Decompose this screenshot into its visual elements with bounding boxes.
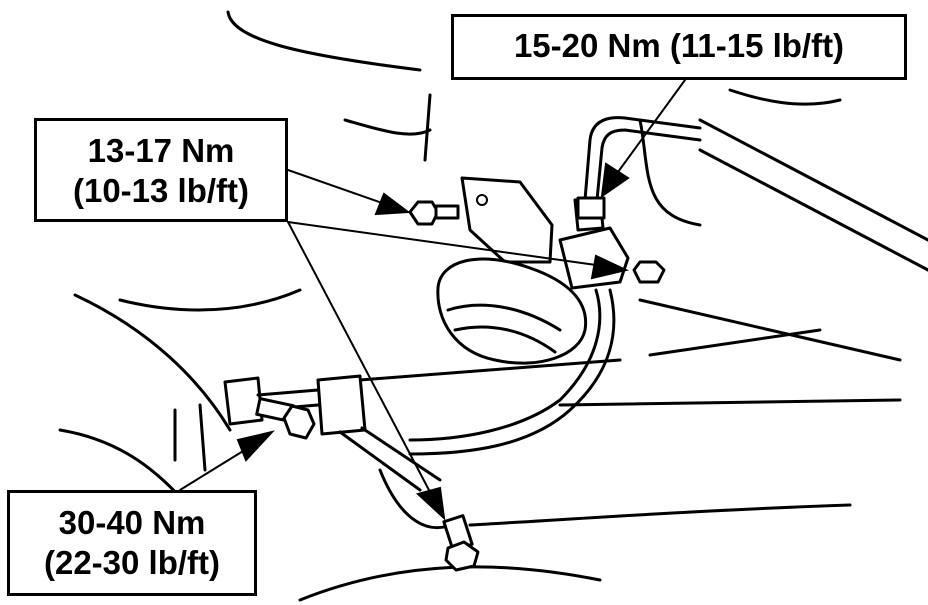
leader-lower-left-to-bolt [179, 447, 249, 491]
lower-clamp-bracket [223, 374, 442, 492]
torque-callout-lower-left-line1: 30-40 Nm [58, 504, 206, 541]
leader-upper-left-to-bolt [287, 169, 389, 206]
arrowhead-lower-left-bolt [236, 430, 275, 462]
torque-callout-upper-left-line2: (10-13 lb/ft) [72, 172, 250, 209]
torque-callout-top-right-text: 15-20 Nm (11-15 lb/ft) [513, 27, 845, 64]
background-body-lines [58, 10, 928, 602]
leader-top-right-to-fitting [617, 79, 686, 173]
torque-callout-upper-left: 13-17 Nm (10-13 lb/ft) [34, 118, 288, 222]
bolt-upper-left [408, 200, 460, 226]
arrowhead-fitting [600, 162, 630, 199]
bolt-lower-left [255, 397, 316, 440]
brake-line-pipe [408, 116, 702, 456]
arrowhead-bottom-bolt [415, 486, 446, 521]
leader-upper-left-to-right-bolt [287, 221, 597, 266]
torque-callout-lower-left: 30-40 Nm (22-30 lb/ft) [7, 490, 257, 596]
torque-callout-lower-left-line2: (22-30 lb/ft) [43, 544, 221, 581]
arrowhead-right-bolt [590, 254, 630, 280]
bolt-right [632, 260, 666, 284]
torque-callout-top-right: 15-20 Nm (11-15 lb/ft) [451, 14, 907, 80]
leader-lines [179, 79, 686, 521]
bolts [255, 196, 666, 572]
bolt-bottom [442, 514, 480, 572]
leader-upper-left-to-bottom-bolt [287, 221, 431, 493]
brake-line-fitting [576, 196, 606, 220]
torque-callout-upper-left-line1: 13-17 Nm [87, 132, 235, 169]
arrowhead-upper-left-bolt [374, 192, 411, 216]
